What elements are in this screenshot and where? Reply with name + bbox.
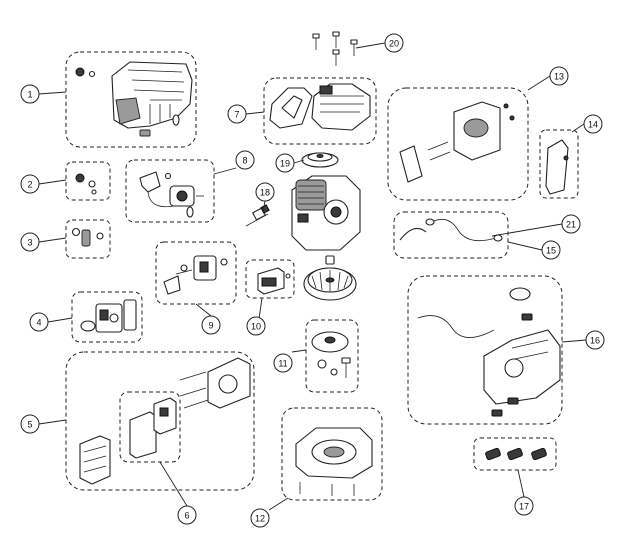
callout-11: 11: [273, 353, 293, 373]
svg-text:10: 10: [251, 322, 261, 332]
callout-13: 13: [549, 66, 569, 86]
recoil-pulley-part: [301, 152, 339, 168]
callout-5: 5: [20, 414, 40, 434]
carburetor-part: [80, 299, 137, 333]
svg-text:19: 19: [280, 159, 290, 169]
group-box-10: [245, 259, 295, 299]
callout-16: 16: [585, 330, 605, 350]
callout-3: 3: [20, 232, 40, 252]
ignition-coil-part: [139, 171, 204, 218]
group-box-7: [263, 77, 377, 145]
svg-text:13: 13: [554, 72, 564, 82]
fuel-tank-part: [417, 287, 561, 417]
fastener-set-2-part: [75, 173, 97, 195]
svg-text:3: 3: [27, 238, 32, 248]
svg-text:16: 16: [590, 336, 600, 346]
callout-15: 15: [541, 240, 561, 260]
callout-21: 21: [561, 214, 581, 234]
svg-text:18: 18: [260, 188, 270, 198]
group-box-13: [387, 87, 529, 201]
callout-19: 19: [275, 153, 295, 173]
grommets-part: [485, 447, 547, 461]
group-box-5: [65, 351, 255, 491]
callout-2: 2: [20, 174, 40, 194]
svg-text:9: 9: [208, 321, 213, 331]
callout-10: 10: [246, 316, 266, 336]
clutch-housing-part: [295, 427, 373, 496]
svg-text:20: 20: [389, 39, 399, 49]
air-filter-housing-part: [79, 357, 251, 485]
callout-20: 20: [384, 33, 404, 53]
svg-text:2: 2: [27, 180, 32, 190]
callout-8: 8: [235, 150, 255, 170]
svg-text:21: 21: [566, 220, 576, 230]
engine-shroud-part: [75, 61, 193, 137]
svg-text:12: 12: [255, 514, 265, 524]
engine-block-part: [291, 175, 361, 251]
callout-9: 9: [201, 315, 221, 335]
nut-spring-3-part: [71, 227, 104, 247]
callout-6: 6: [177, 505, 197, 525]
air-box-cover-part: [399, 101, 515, 183]
group-box-11: [305, 319, 359, 393]
callout-1: 1: [20, 84, 40, 104]
bracket-part: [545, 139, 569, 195]
group-box-3: [65, 219, 111, 259]
svg-text:7: 7: [234, 110, 239, 120]
svg-text:1: 1: [27, 90, 32, 100]
spark-plug-part: [245, 204, 270, 227]
muffler-part: [257, 267, 291, 295]
intake-adapter-part: [163, 255, 228, 295]
screws-20-part: [312, 31, 358, 66]
clutch-part: [311, 331, 351, 378]
group-box-2: [65, 161, 111, 201]
group-box-12: [281, 407, 383, 501]
group-box-1: [65, 51, 197, 148]
svg-text:4: 4: [36, 318, 41, 328]
svg-text:6: 6: [184, 511, 189, 521]
callout-14: 14: [583, 114, 603, 134]
svg-text:8: 8: [242, 156, 247, 166]
air-filter-element-part: [129, 397, 177, 459]
fuel-lines-part: [399, 218, 503, 242]
recoil-handle-part: [269, 83, 371, 131]
flywheel-part: [303, 255, 357, 301]
callout-4: 4: [29, 312, 49, 332]
svg-text:15: 15: [546, 246, 556, 256]
group-box-4: [71, 291, 143, 343]
group-box-15: [393, 211, 509, 259]
group-box-16: [407, 275, 563, 425]
group-box-14: [539, 129, 579, 199]
callout-17: 17: [514, 496, 534, 516]
svg-text:17: 17: [519, 502, 529, 512]
group-box-17: [473, 437, 557, 471]
callout-18: 18: [255, 182, 275, 202]
svg-text:5: 5: [27, 420, 32, 430]
svg-text:14: 14: [588, 120, 598, 130]
callout-7: 7: [227, 104, 247, 124]
svg-text:11: 11: [278, 359, 287, 369]
callout-12: 12: [250, 508, 270, 528]
group-box-9: [155, 241, 237, 305]
group-box-6: [119, 391, 181, 463]
group-box-8: [125, 159, 215, 223]
leader-lines: [38, 42, 587, 511]
